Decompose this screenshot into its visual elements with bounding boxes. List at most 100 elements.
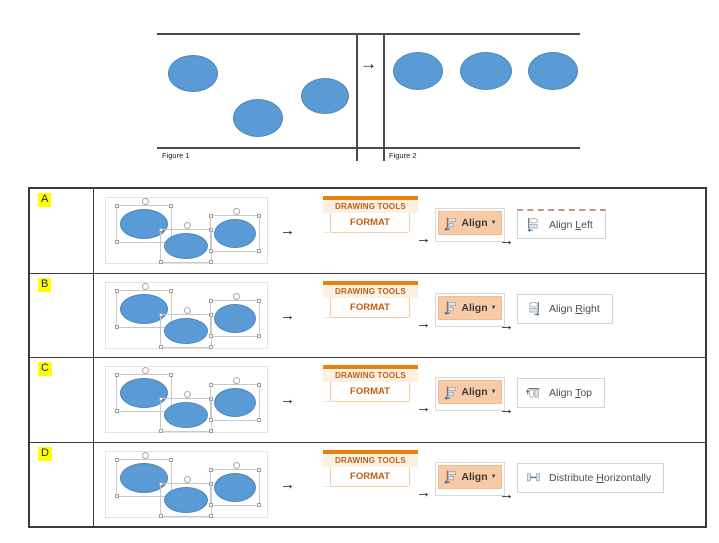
selected-shapes-box xyxy=(105,366,268,433)
answer-row-d: D → DRAWING TOOLS FORMAT → xyxy=(30,441,705,527)
selected-ellipse xyxy=(209,461,261,507)
figure1-ellipse-1 xyxy=(168,55,218,92)
contextual-tab-bar xyxy=(323,196,418,200)
dropdown-caret-icon: ▼ xyxy=(490,304,497,311)
menu-item-label: Align Left xyxy=(549,218,593,231)
answer-row-c: C → DRAWING TOOLS FORMAT → xyxy=(30,357,705,442)
menu-item-align-left[interactable]: Align Left xyxy=(517,209,606,239)
step-arrow-icon: → xyxy=(280,306,295,324)
align-button-label: Align xyxy=(461,470,488,483)
selected-ellipse xyxy=(159,222,213,264)
tab-format[interactable]: FORMAT xyxy=(323,297,410,318)
step-arrow-icon: → xyxy=(416,314,431,332)
menu-item-label: Align Right xyxy=(549,302,600,315)
row-c-content: → DRAWING TOOLS FORMAT → Align ▼ → xyxy=(94,358,705,442)
selected-shapes-box xyxy=(105,197,268,264)
answer-option-a[interactable]: A xyxy=(38,193,52,207)
dropdown-caret-icon: ▼ xyxy=(490,389,497,395)
selected-shapes-box xyxy=(105,450,268,518)
align-button-container: Align ▼ xyxy=(435,461,505,496)
answer-option-c[interactable]: C xyxy=(38,362,52,376)
answer-row-b: B → DRAWING TOOLS FORMAT → xyxy=(30,272,705,358)
answer-cell-d[interactable]: D xyxy=(30,442,94,526)
drawing-tools-tab: DRAWING TOOLS FORMAT xyxy=(323,280,418,318)
figure-bottom-border xyxy=(157,147,580,149)
answer-cell-c[interactable]: C xyxy=(30,358,94,442)
align-button-container: Align ▼ xyxy=(435,208,505,242)
drawing-tools-tab: DRAWING TOOLS FORMAT xyxy=(323,365,418,402)
contextual-tab-bar xyxy=(323,280,418,285)
align-button-label: Align xyxy=(461,301,488,314)
figure-divider-right xyxy=(383,33,385,161)
tab-format[interactable]: FORMAT xyxy=(323,382,410,402)
menu-item-align-top[interactable]: Align Top xyxy=(517,378,606,408)
figure-divider-left xyxy=(356,33,358,161)
figure1-ellipse-2 xyxy=(233,99,283,137)
transform-arrow-icon: → xyxy=(360,54,377,73)
figure1-label: Figure 1 xyxy=(162,151,190,160)
step-arrow-icon: → xyxy=(499,485,514,503)
figure2-ellipse-2 xyxy=(460,52,512,90)
align-icon xyxy=(444,216,457,231)
align-top-icon xyxy=(526,387,540,398)
align-button[interactable]: Align ▼ xyxy=(438,380,502,404)
dropdown-caret-icon: ▼ xyxy=(490,473,497,480)
figure2-ellipse-1 xyxy=(393,52,443,90)
align-icon xyxy=(444,470,457,484)
align-icon xyxy=(444,301,457,315)
row-a-content: → DRAWING TOOLS FORMAT → Align ▼ → xyxy=(94,189,705,273)
answer-table: A → DRAWING TOOLS FORMAT → xyxy=(28,187,707,528)
selected-ellipse xyxy=(209,208,261,253)
menu-item-distribute-horizontally[interactable]: Distribute Horizontally xyxy=(517,462,665,493)
contextual-tab-title: DRAWING TOOLS xyxy=(323,369,418,382)
selected-ellipse xyxy=(159,475,213,518)
menu-item-align-right[interactable]: Align Right xyxy=(517,293,613,324)
answer-option-b[interactable]: B xyxy=(38,277,52,292)
figure2-ellipse-3 xyxy=(528,52,578,90)
align-button[interactable]: Align ▼ xyxy=(438,464,502,489)
selected-ellipse xyxy=(209,377,261,422)
step-arrow-icon: → xyxy=(280,475,295,493)
step-arrow-icon: → xyxy=(499,232,514,249)
figure-top-border xyxy=(157,33,580,35)
row-d-content: → DRAWING TOOLS FORMAT → Align ▼ → xyxy=(94,443,705,527)
align-right-icon xyxy=(528,301,540,316)
selected-ellipse xyxy=(159,391,213,433)
answer-cell-b[interactable]: B xyxy=(30,273,94,357)
tab-format[interactable]: FORMAT xyxy=(323,213,410,233)
selected-ellipse xyxy=(159,306,213,349)
align-button[interactable]: Align ▼ xyxy=(438,295,502,320)
answer-option-d[interactable]: D xyxy=(38,446,52,461)
selected-shapes-box xyxy=(105,281,268,349)
contextual-tab-bar xyxy=(323,449,418,454)
align-button-label: Align xyxy=(461,386,488,398)
contextual-tab-title: DRAWING TOOLS xyxy=(323,284,418,298)
align-button-container: Align ▼ xyxy=(435,377,505,411)
selected-ellipse xyxy=(209,292,261,338)
step-arrow-icon: → xyxy=(416,399,431,416)
step-arrow-icon: → xyxy=(416,483,431,501)
figure2-label: Figure 2 xyxy=(389,151,417,160)
menu-item-label: Align Top xyxy=(549,387,593,399)
contextual-tab-bar xyxy=(323,365,418,369)
align-button-container: Align ▼ xyxy=(435,292,505,327)
align-button[interactable]: Align ▼ xyxy=(438,211,502,235)
answer-row-a: A → DRAWING TOOLS FORMAT → xyxy=(30,189,705,273)
contextual-tab-title: DRAWING TOOLS xyxy=(323,200,418,213)
step-arrow-icon: → xyxy=(280,222,295,239)
menu-item-label: Distribute Horizontally xyxy=(549,471,652,484)
step-arrow-icon: → xyxy=(499,401,514,418)
selected-ellipse xyxy=(115,367,173,413)
align-left-icon xyxy=(527,217,539,232)
distribute-horizontally-icon xyxy=(527,473,540,482)
row-b-content: → DRAWING TOOLS FORMAT → Align ▼ → xyxy=(94,274,705,358)
answer-cell-a[interactable]: A xyxy=(30,189,94,273)
step-arrow-icon: → xyxy=(499,316,514,334)
step-arrow-icon: → xyxy=(280,391,295,408)
tab-format[interactable]: FORMAT xyxy=(323,466,410,487)
contextual-tab-title: DRAWING TOOLS xyxy=(323,453,418,467)
drawing-tools-tab: DRAWING TOOLS FORMAT xyxy=(323,449,418,487)
align-button-label: Align xyxy=(461,217,488,229)
drawing-tools-tab: DRAWING TOOLS FORMAT xyxy=(323,196,418,233)
figure1-ellipse-3 xyxy=(301,78,349,114)
